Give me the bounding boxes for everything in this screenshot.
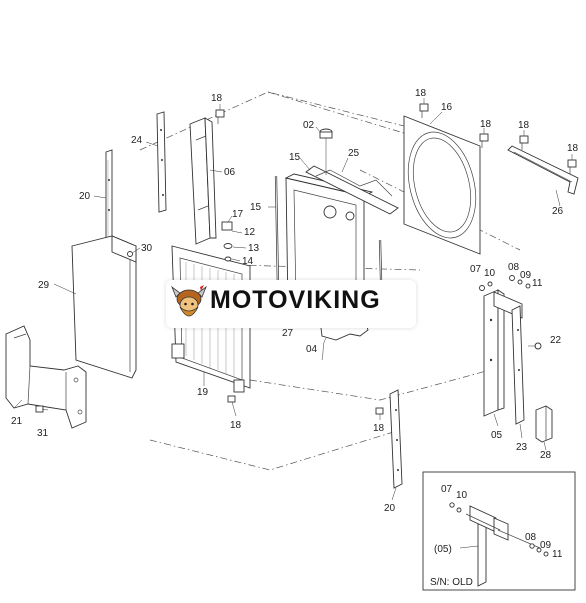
- bolt-18-b: [419, 103, 429, 118]
- part-28-block: [535, 405, 553, 443]
- label-18: 18: [480, 119, 492, 130]
- bolt-09: [517, 279, 523, 285]
- label-11: 11: [532, 278, 543, 289]
- label-18: 18: [415, 88, 427, 99]
- label-27: 27: [282, 328, 294, 339]
- bolt-07: [479, 285, 485, 291]
- label-04: 04: [306, 344, 318, 355]
- label-05: 05: [491, 430, 503, 441]
- part-21-duct: [5, 325, 87, 429]
- label-08: 08: [508, 262, 520, 273]
- bolts: [35, 103, 577, 415]
- bolt-08: [509, 275, 515, 281]
- inset-label-07: 07: [441, 484, 453, 495]
- inset-label-10: 10: [456, 490, 468, 501]
- label-17: 17: [232, 209, 244, 220]
- part-25-top-bar: [305, 165, 399, 215]
- reference-lines: [139, 91, 521, 471]
- inset-label-11: 11: [552, 549, 563, 560]
- label-07: 07: [470, 264, 482, 275]
- label-18: 18: [567, 143, 579, 154]
- block-17: [221, 221, 233, 231]
- label-18: 18: [373, 423, 385, 434]
- viking-mascot-icon: [171, 285, 207, 317]
- logo-text: MOTOVIKING: [210, 286, 381, 314]
- label-30: 30: [141, 243, 153, 254]
- label-19: 19: [197, 387, 209, 398]
- bolt-18-e: [567, 159, 577, 174]
- label-13: 13: [248, 243, 260, 254]
- part-26-bracket: [507, 145, 579, 195]
- bolt-18-g: [375, 407, 384, 415]
- part-15-rod: [274, 175, 280, 291]
- part-16-fan-shroud: [403, 115, 481, 255]
- bolt-30: [127, 251, 133, 257]
- part-labels: 18 18 16 18 18 18 02 15 25 24 06 20 15 2…: [11, 88, 579, 514]
- label-29: 29: [38, 280, 50, 291]
- washer-14: [224, 256, 232, 262]
- part-02-cap: [319, 128, 333, 175]
- bolt-18-c: [479, 133, 489, 148]
- bolt-10: [487, 281, 493, 287]
- part-24-strip: [156, 111, 167, 213]
- part-05-right-bracket: [483, 289, 523, 417]
- label-22: 22: [550, 335, 562, 346]
- label-02: 02: [303, 120, 315, 131]
- label-16: 16: [441, 102, 453, 113]
- inset-label-09: 09: [540, 540, 552, 551]
- label-18: 18: [518, 120, 530, 131]
- part-06-upright-bracket: [189, 117, 217, 245]
- part-29-side-panel: [71, 235, 137, 379]
- label-06: 06: [224, 167, 236, 178]
- label-15: 15: [289, 152, 301, 163]
- label-28: 28: [540, 450, 552, 461]
- label-20: 20: [79, 191, 91, 202]
- bolt-11: [525, 283, 531, 289]
- label-25: 25: [348, 148, 360, 159]
- leader-lines: [13, 98, 573, 501]
- label-10: 10: [484, 268, 496, 279]
- inset-label-08: 08: [525, 532, 537, 543]
- label-14: 14: [242, 256, 254, 267]
- label-21: 21: [11, 416, 23, 427]
- bolt-18-d: [519, 135, 529, 150]
- motoviking-logo: MOTOVIKING: [166, 280, 416, 328]
- label-23: 23: [516, 442, 528, 453]
- inset-sn-text: S/N: OLD: [430, 577, 473, 588]
- label-18: 18: [230, 420, 242, 431]
- label-26: 26: [552, 206, 564, 217]
- bolt-31: [35, 405, 44, 413]
- label-09: 09: [520, 270, 532, 281]
- washer-13: [223, 243, 233, 249]
- bolt-18-f: [227, 395, 236, 403]
- bolt-18-a: [215, 109, 225, 124]
- label-12: 12: [244, 227, 256, 238]
- label-20: 20: [384, 503, 396, 514]
- inset-label-05: (05): [434, 544, 452, 555]
- label-31: 31: [37, 428, 49, 439]
- part-20-lower-strip: [389, 389, 403, 489]
- label-18: 18: [211, 93, 223, 104]
- label-15: 15: [250, 202, 262, 213]
- inset-box: 07 10 08 09 11 (05) S/N: OLD: [422, 471, 576, 591]
- label-24: 24: [131, 135, 143, 146]
- part-23-strip: [511, 305, 525, 425]
